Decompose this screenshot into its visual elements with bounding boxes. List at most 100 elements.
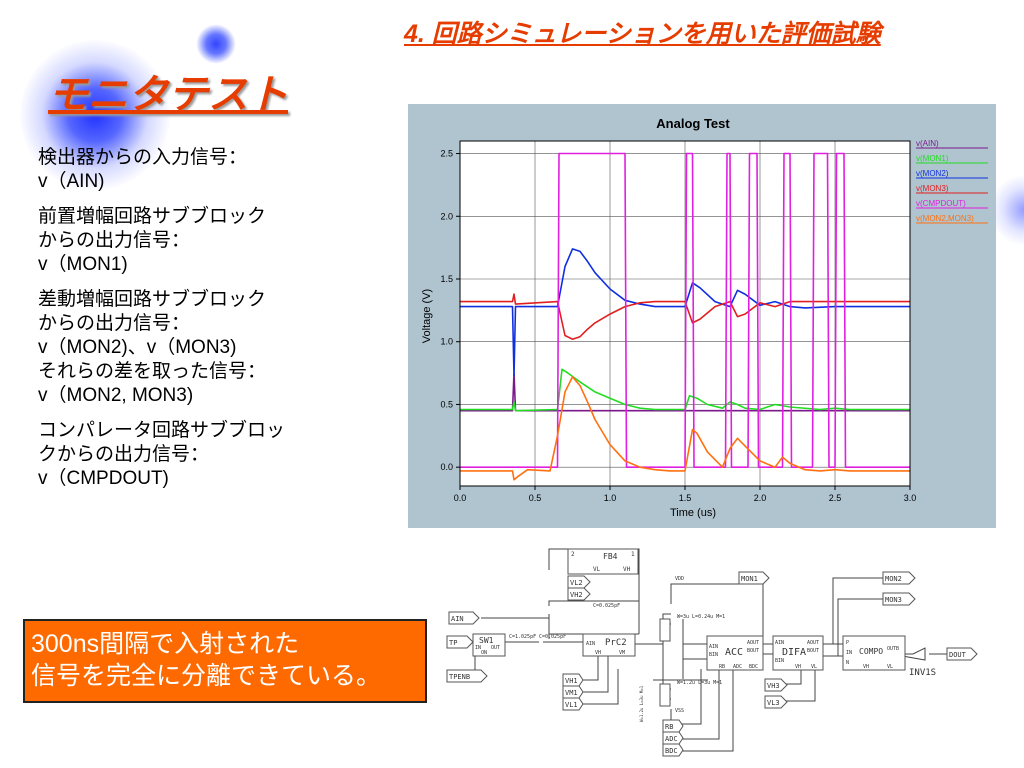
acc-pin-label: BOUT bbox=[747, 648, 759, 654]
sw1-block bbox=[472, 633, 506, 657]
description-line: 前置増幅回路サブブロック bbox=[38, 206, 267, 227]
description-item: 差動増幅回路サブブロック からの出力信号： v（MON2)、v（MON3) それ… bbox=[38, 288, 368, 408]
x-tick-label: 1.5 bbox=[679, 493, 692, 503]
difa-pin-label: BOUT bbox=[807, 648, 819, 654]
compo-pin-label: IN bbox=[846, 650, 852, 656]
port-vl3 bbox=[764, 695, 788, 709]
fb4-pin-label: VL bbox=[593, 566, 601, 573]
series-line-v-cmpdout bbox=[460, 152, 910, 469]
acc-pin-label: BDC bbox=[749, 664, 758, 670]
series-line-v-mon2 bbox=[460, 248, 910, 377]
prc2-label: PrC2 bbox=[605, 638, 627, 648]
fb4-pin-label: 2 bbox=[571, 551, 575, 558]
series-layer bbox=[460, 152, 910, 481]
difa-pin-label: BIN bbox=[775, 658, 784, 664]
y-tick-label: 0.0 bbox=[440, 462, 453, 472]
component-annotation: C=1.025pF bbox=[509, 634, 536, 640]
port-label: VM1 bbox=[565, 689, 578, 697]
acc-block bbox=[706, 635, 764, 671]
difa-pin-label: AIN bbox=[775, 640, 784, 646]
description-line: v（MON2)、v（MON3) bbox=[38, 337, 237, 358]
port-label: MON2 bbox=[885, 575, 902, 583]
component-annotation: W=1.2u L=3u M=1 bbox=[639, 685, 644, 722]
port-vm1 bbox=[562, 685, 584, 699]
port-label: DOUT bbox=[949, 651, 967, 659]
x-tick-label: 2.5 bbox=[829, 493, 842, 503]
series-line-v-mon3 bbox=[460, 293, 910, 340]
x-axis-label: Time (us) bbox=[670, 507, 716, 519]
y-tick-label: 2.5 bbox=[440, 149, 453, 159]
description-line: クからの出力信号： bbox=[38, 444, 210, 465]
description-line: コンパレータ回路サブブロッ bbox=[38, 420, 286, 441]
callout-line: 信号を完全に分離できている。 bbox=[31, 662, 382, 690]
compo-label: COMPO bbox=[859, 647, 883, 656]
prc2-block bbox=[582, 633, 636, 657]
y-axis-label: Voltage (V) bbox=[421, 289, 433, 343]
sw1-pin-label: OUT bbox=[491, 645, 500, 651]
description-item: コンパレータ回路サブブロッ クからの出力信号： v（CMPDOUT) bbox=[38, 419, 368, 491]
acc-pin-label: AOUT bbox=[747, 640, 759, 646]
series-line-v-mon1 bbox=[460, 368, 910, 412]
port-adc bbox=[662, 731, 684, 745]
prc2-pin-label: VH bbox=[595, 650, 601, 656]
x-tick-label: 2.0 bbox=[754, 493, 767, 503]
description-line: v（AIN) bbox=[38, 171, 105, 192]
component-annotation: W=3u L=0.24u M=1 bbox=[677, 614, 725, 620]
x-tick-label: 3.0 bbox=[904, 493, 917, 503]
port-label: VH3 bbox=[767, 682, 780, 690]
circuit-schematic: FB4 2 1 VL VH SW1 IN OUT ON PrC2 AIN VH … bbox=[446, 548, 978, 757]
port-vl2 bbox=[567, 575, 591, 589]
sw1-pin-label: IN bbox=[475, 645, 481, 651]
transistor-symbol bbox=[659, 683, 671, 707]
y-tick-label: 1.5 bbox=[440, 274, 453, 284]
decorative-glow bbox=[196, 24, 236, 64]
callout-line: 300ns間隔で入射された bbox=[31, 630, 300, 658]
port-label: RB bbox=[665, 723, 673, 731]
chart-title: Analog Test bbox=[656, 116, 730, 131]
port-vh3 bbox=[764, 678, 788, 692]
description-line: からの出力信号： bbox=[38, 313, 191, 334]
component-annotation: C=0.025pF bbox=[539, 634, 566, 640]
series-line-v-ain bbox=[460, 372, 910, 412]
legend-entry: v(AIN) bbox=[916, 139, 939, 148]
description-line: からの出力信号： bbox=[38, 230, 191, 251]
port-label: TP bbox=[449, 639, 457, 647]
port-mon1 bbox=[738, 571, 770, 585]
prc2-pin-label: AIN bbox=[586, 641, 595, 647]
compo-pin-label: P bbox=[846, 640, 849, 646]
port-layer bbox=[446, 571, 978, 757]
port-ain bbox=[448, 611, 480, 625]
fb4-pin-label: 1 bbox=[631, 551, 635, 558]
acc-pin-label: RB bbox=[719, 664, 725, 670]
component-annotation: VSS bbox=[675, 708, 684, 714]
description-line: それらの差を取った信号： bbox=[38, 361, 267, 382]
description-line: v（CMPDOUT) bbox=[38, 468, 169, 489]
slide-title: 4. 回路シミュレーションを用いた評価試験 bbox=[404, 20, 881, 48]
compo-pin-label: VH bbox=[863, 664, 869, 670]
legend: v(AIN)v(MON1)v(MON2)v(MON3)v(CMPDOUT)v(M… bbox=[916, 139, 988, 224]
sw1-label: SW1 bbox=[479, 636, 494, 645]
description-line: 差動増幅回路サブブロック bbox=[38, 289, 267, 310]
port-label: ADC bbox=[665, 735, 678, 743]
description-list: 検出器からの入力信号： v（AIN) 前置増幅回路サブブロック からの出力信号：… bbox=[38, 146, 368, 502]
difa-block bbox=[772, 635, 824, 671]
port-label: VH2 bbox=[570, 591, 583, 599]
compo-pin-label: N bbox=[846, 660, 849, 666]
y-tick-label: 0.5 bbox=[440, 399, 453, 409]
difa-label: DIFA bbox=[782, 647, 806, 658]
difa-pin-label: AOUT bbox=[807, 640, 819, 646]
compo-pin-label: VL bbox=[887, 664, 893, 670]
x-tick-label: 0.0 bbox=[454, 493, 467, 503]
compo-block bbox=[842, 635, 906, 671]
description-line: v（MON2, MON3) bbox=[38, 385, 194, 406]
legend-entry: v(MON2,MON3) bbox=[916, 214, 974, 223]
port-mon3 bbox=[882, 592, 916, 606]
port-bdc bbox=[662, 743, 684, 757]
port-mon2 bbox=[882, 571, 916, 585]
prc2-pin-label: VM bbox=[619, 650, 625, 656]
fb4-label: FB4 bbox=[603, 552, 618, 561]
port-vh2 bbox=[567, 587, 591, 601]
acc-pin-label: BIN bbox=[709, 652, 718, 658]
port-label: VL3 bbox=[767, 699, 780, 707]
